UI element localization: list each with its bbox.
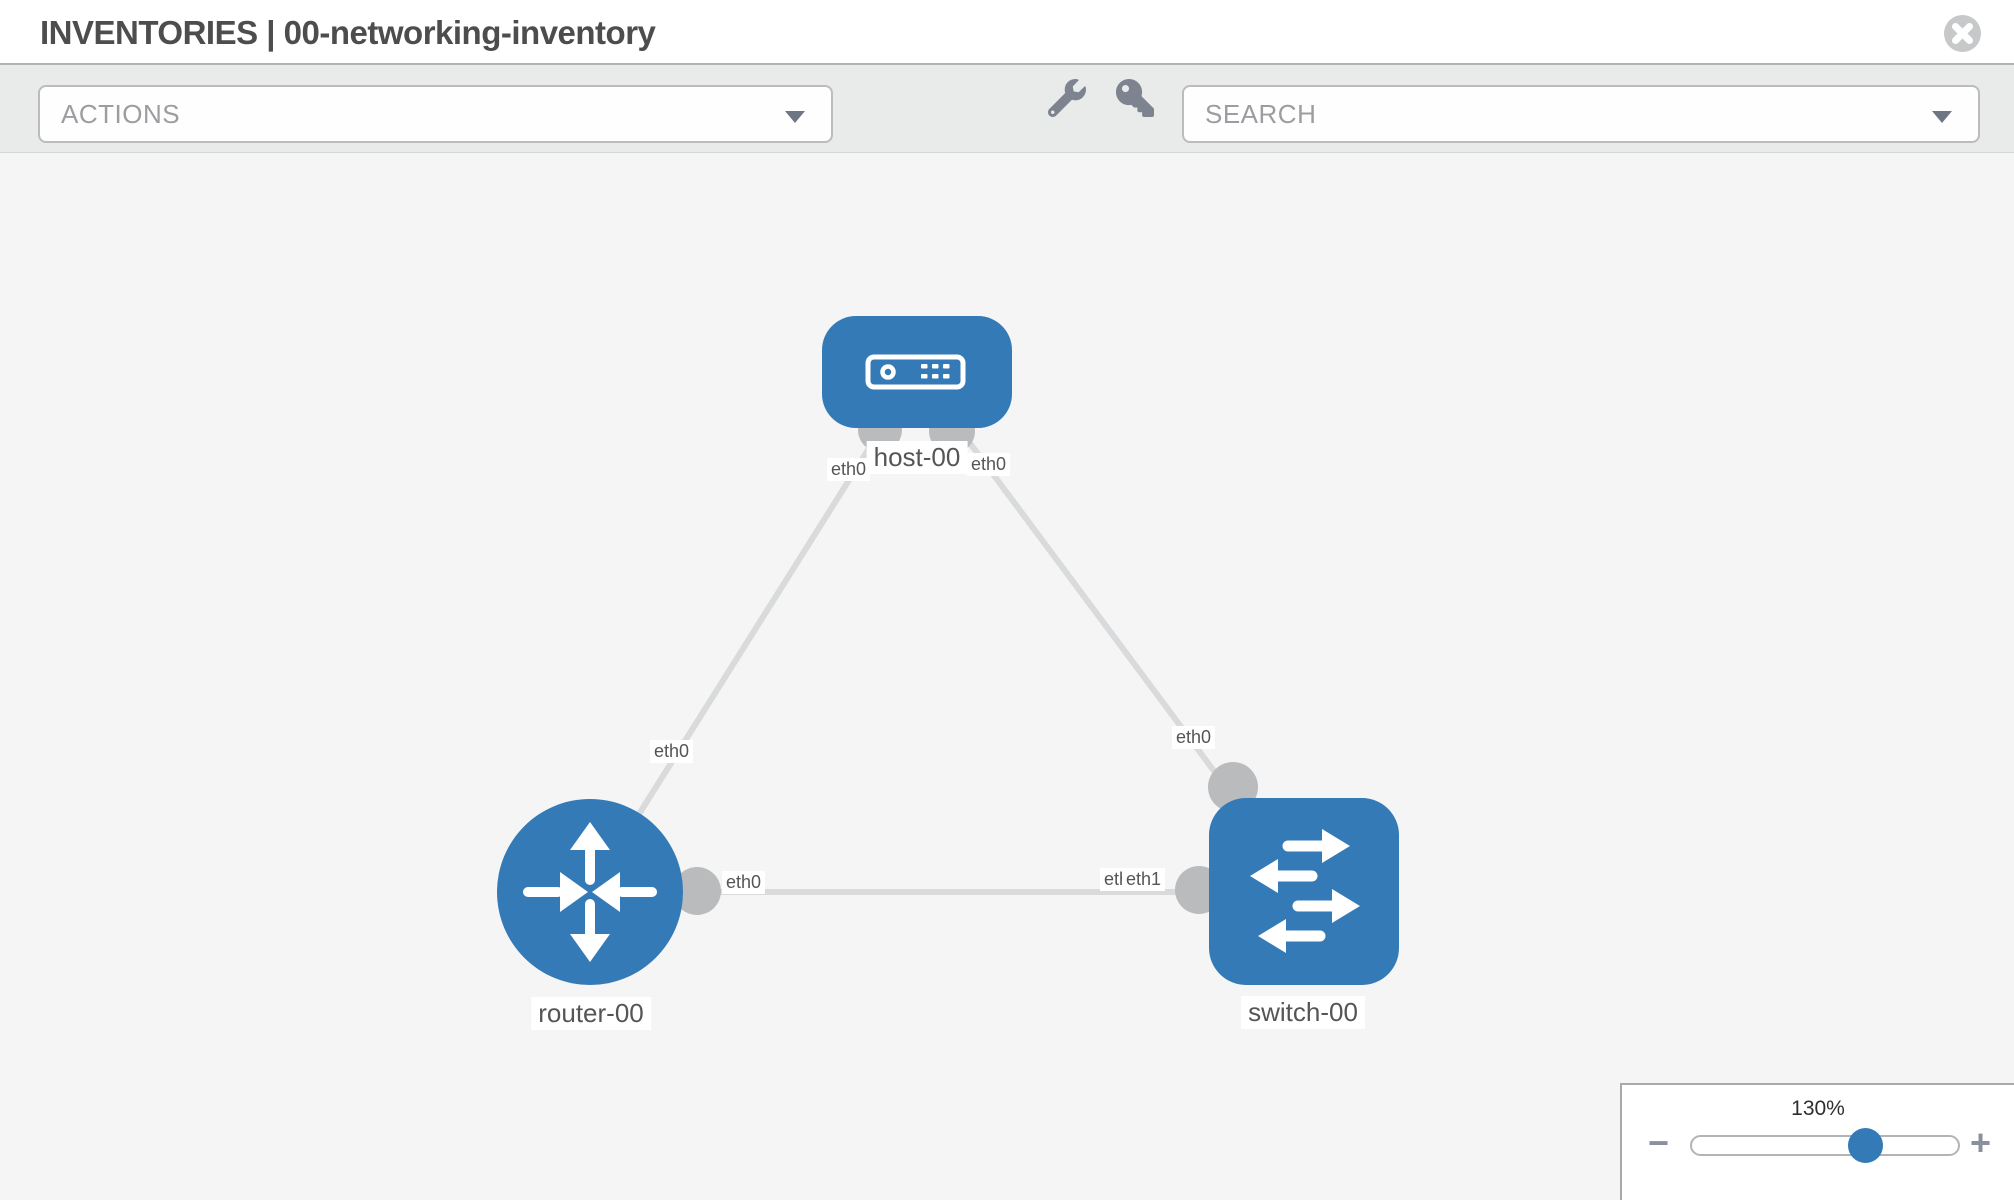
node-label-router: router-00: [531, 997, 651, 1030]
node-switch[interactable]: [1209, 798, 1399, 985]
key-icon: [1116, 78, 1154, 117]
topology-canvas[interactable]: [0, 153, 2014, 1200]
zoom-level: 130%: [1791, 1097, 1845, 1120]
interface-label: eth0: [827, 458, 871, 481]
zoom-panel: 130% − +: [1620, 1083, 2014, 1200]
toolbar: ACTIONS SEARCH: [0, 63, 2014, 153]
switch-icon: [1250, 829, 1360, 953]
zoom-out-button[interactable]: −: [1648, 1122, 1670, 1163]
node-label-switch: switch-00: [1241, 996, 1365, 1029]
close-icon: [1944, 15, 1981, 52]
node-label-host: host-00: [866, 441, 968, 474]
close-button[interactable]: [1944, 15, 1981, 52]
server-icon: [865, 354, 966, 390]
chevron-down-icon: [1932, 111, 1952, 123]
page-header: INVENTORIES | 00-networking-inventory: [0, 0, 2014, 63]
key-button[interactable]: [1113, 77, 1157, 121]
zoom-slider-thumb[interactable]: [1848, 1128, 1883, 1163]
zoom-slider-track[interactable]: [1690, 1135, 1960, 1156]
node-router[interactable]: [497, 799, 683, 985]
actions-dropdown-label: ACTIONS: [61, 98, 181, 129]
interface-label: eth0: [722, 871, 766, 894]
actions-dropdown[interactable]: ACTIONS: [38, 85, 833, 143]
tools-button[interactable]: [1045, 77, 1089, 121]
interface-label: eth1: [1122, 868, 1166, 891]
search-dropdown[interactable]: SEARCH: [1182, 85, 1980, 143]
router-icon: [523, 822, 657, 962]
wrench-icon: [1047, 78, 1086, 117]
interface-label: eth0: [967, 453, 1011, 476]
interface-label: eth0: [1172, 726, 1216, 749]
chevron-down-icon: [785, 111, 805, 123]
node-host[interactable]: [822, 316, 1012, 428]
zoom-in-button[interactable]: +: [1970, 1122, 1992, 1163]
page-title: INVENTORIES | 00-networking-inventory: [40, 14, 656, 51]
port-circle-router-eth0: [673, 867, 721, 915]
interface-label: eth0: [650, 740, 694, 763]
search-dropdown-label: SEARCH: [1205, 98, 1317, 129]
